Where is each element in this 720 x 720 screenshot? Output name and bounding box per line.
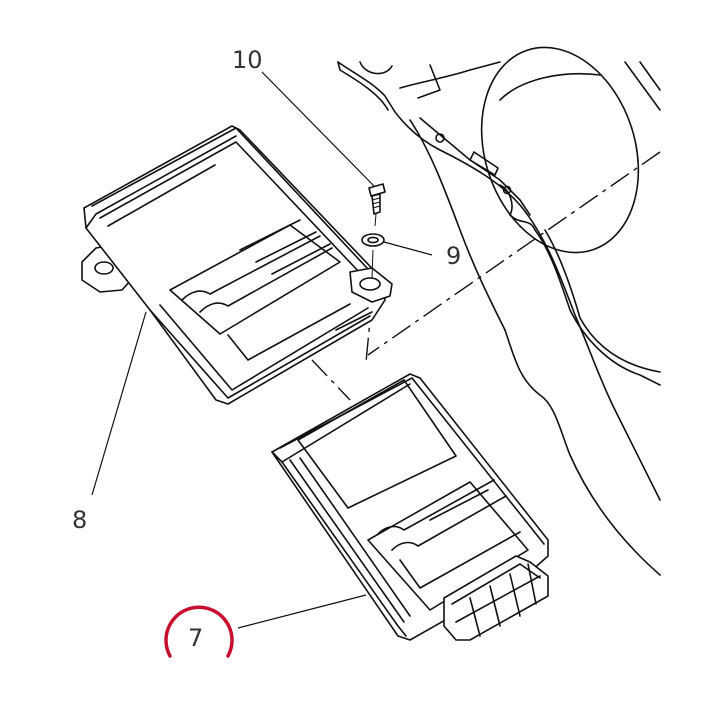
callout-8: 8 xyxy=(72,506,87,534)
part-8-cover xyxy=(81,125,393,405)
highlight-circle-7 xyxy=(164,605,234,658)
callout-10: 10 xyxy=(232,46,263,74)
leader-lines xyxy=(91,71,433,629)
leader-8 xyxy=(91,311,147,496)
leader-10 xyxy=(261,71,375,187)
callout-7: 7 xyxy=(188,624,203,652)
part-7-control-module xyxy=(271,373,549,641)
part-9-washer xyxy=(361,233,385,279)
mounting-bracket-housing xyxy=(337,46,661,576)
leader-7 xyxy=(237,594,367,629)
part-10-screw xyxy=(368,183,386,227)
leader-9 xyxy=(383,241,433,256)
callout-9: 9 xyxy=(446,242,461,270)
